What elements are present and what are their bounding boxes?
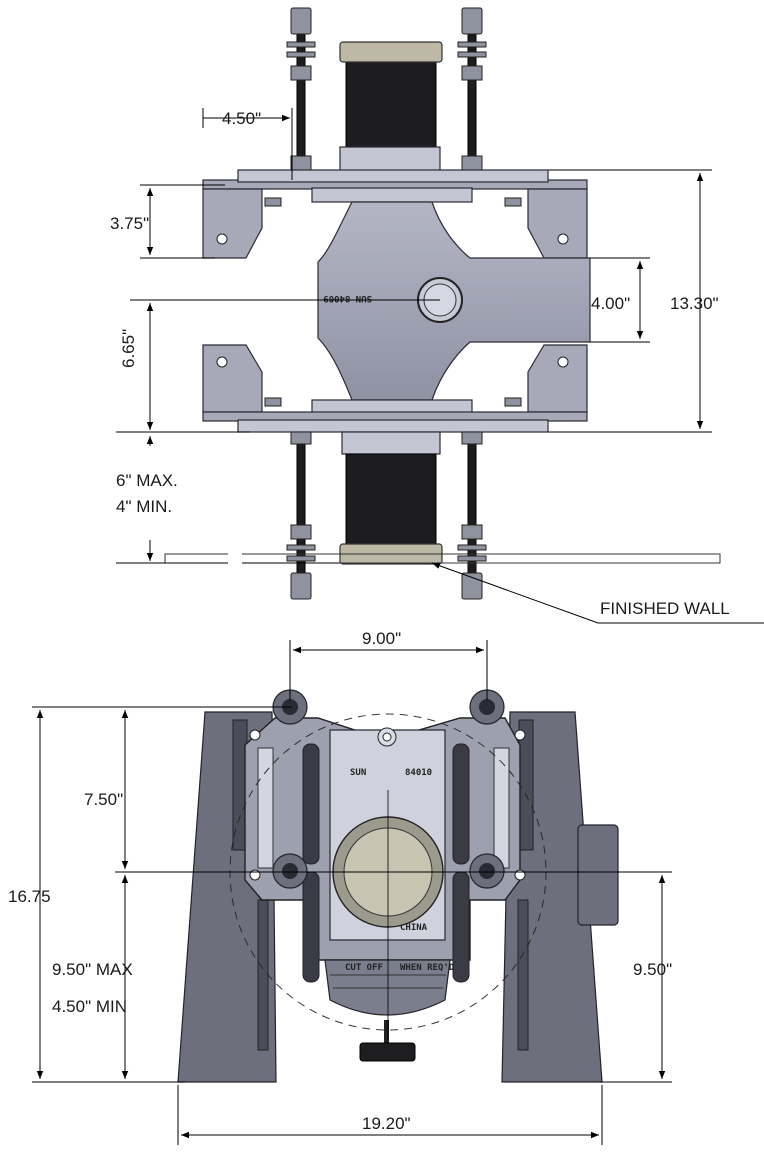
lower-bowl: CUT OFF WHEN REQ'D bbox=[324, 959, 455, 1062]
dim-width: 19.20" bbox=[362, 1114, 411, 1133]
dim-total-height: 13.30" bbox=[670, 294, 719, 313]
dim-half-height: 6.65" bbox=[119, 329, 138, 368]
cast-brand: SUN bbox=[350, 768, 366, 778]
side-outlet bbox=[577, 824, 619, 926]
finished-wall-outline bbox=[116, 552, 721, 565]
dim-bolt-span: 9.00" bbox=[362, 629, 401, 648]
dim-bracket-height: 3.75" bbox=[110, 214, 149, 233]
dim-front-max: 9.50" MAX bbox=[52, 960, 133, 979]
dim-upper: 7.50" bbox=[84, 790, 123, 809]
dim-top-min: 4" MIN. bbox=[116, 497, 172, 516]
dim-outlet: 4.00" bbox=[591, 294, 630, 313]
top-view: SUN 84009 bbox=[110, 7, 764, 624]
cast-cut-right: WHEN REQ'D bbox=[400, 963, 455, 973]
label-finished-wall: FINISHED WALL bbox=[600, 599, 730, 618]
lower-mounting-plate bbox=[202, 344, 588, 433]
upper-mounting-plate bbox=[202, 169, 588, 259]
dim-right: 9.50" bbox=[633, 960, 672, 979]
upper-threaded-rods bbox=[286, 7, 487, 173]
top-view-dimensions bbox=[116, 108, 764, 624]
lower-threaded-rods bbox=[286, 431, 487, 600]
front-view: SUN 84010 CHINA CUT OFF WHEN REQ'D bbox=[8, 629, 672, 1145]
cast-cut-left: CUT OFF bbox=[345, 963, 383, 973]
cast-origin: CHINA bbox=[400, 923, 428, 933]
upper-coupling bbox=[339, 41, 443, 173]
cast-model: 84010 bbox=[405, 768, 432, 778]
dim-front-min: 4.50" MIN bbox=[52, 997, 127, 1016]
dim-top-max: 6" MAX. bbox=[116, 471, 178, 490]
dim-front-total: 16.75 bbox=[8, 887, 51, 906]
lower-coupling bbox=[339, 431, 443, 565]
cast-mark: SUN 84009 bbox=[323, 293, 372, 303]
front-view-dimensions bbox=[32, 640, 672, 1145]
dim-bolt-offset: 4.50" bbox=[222, 109, 261, 128]
